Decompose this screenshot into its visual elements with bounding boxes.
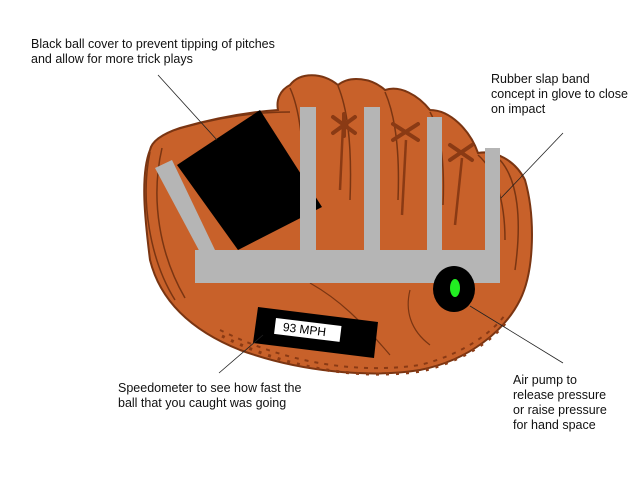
air-pump <box>433 266 475 312</box>
ball-cover <box>177 110 322 250</box>
ball-cover-annotation: Black ball cover to prevent tipping of p… <box>31 37 275 66</box>
slap-band-annotation: Rubber slap band concept in glove to clo… <box>491 72 628 116</box>
air-pump-annotation: Air pump to release pressure or raise pr… <box>513 373 607 432</box>
speedometer-annotation: Speedometer to see how fast the ball tha… <box>118 381 302 410</box>
